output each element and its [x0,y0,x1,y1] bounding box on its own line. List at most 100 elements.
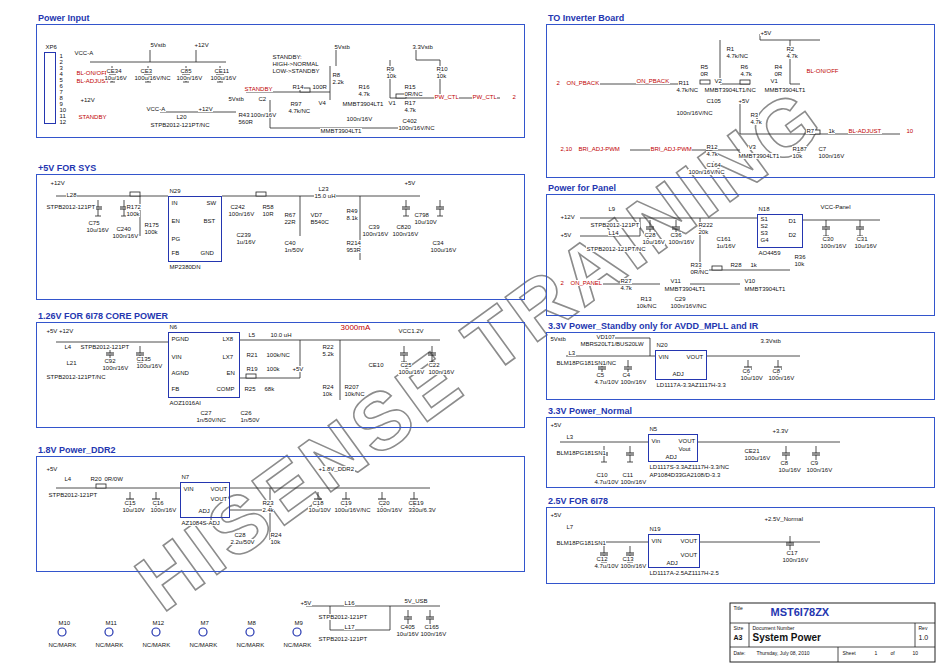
schematic-label: +3.3V [772,428,789,434]
mounting-mark [199,628,207,636]
schematic-label: 4.7k [786,53,798,59]
schematic-label: +5V [550,422,562,428]
schematic-label: C4 [622,372,631,378]
schematic-label: 100n/16V [768,375,795,381]
schematic-label: C8 [772,368,781,374]
schematic-label: PW_CTL [434,94,459,100]
schematic-label: 10u/10V [122,507,145,513]
title-block-rule [915,623,916,647]
schematic-label: BRI_ADJ-PWM [650,146,692,152]
schematic-label: C16 [152,500,164,506]
schematic-label: 1.0 [918,634,929,641]
schematic-label: 100n/16V [420,631,447,637]
schematic-label: Document Number [752,626,795,631]
capacitor-lead [124,200,125,207]
section-heading: 3.3V Power_Standby only for AVDD_MPLL an… [548,322,758,331]
schematic-label: CE19 [408,500,424,506]
schematic-label: D2 [788,232,797,238]
schematic-label: 10 [912,651,919,656]
schematic-label: C6 [742,368,751,374]
schematic-label: C85 [180,68,192,74]
schematic-label: 10k/NC [636,303,657,309]
schematic-label: Date: [733,651,746,656]
capacitor-plate [626,553,634,554]
schematic-label: C20 [378,500,390,506]
schematic-label: VOUT [210,496,228,502]
schematic-label: L9 [608,206,616,212]
schematic-label: +12V [194,42,209,48]
schematic-label: C28 [644,232,656,238]
schematic-label: 10k [792,153,803,159]
schematic-label: R11 [678,80,690,86]
schematic-label: ADJ [672,371,684,377]
capacitor-lead [786,446,787,453]
schematic-label: 100n/16V [228,211,255,217]
mounting-mark [152,628,160,636]
wire [270,100,400,128]
schematic-label: MBRS20LT1/BUS20LW [580,341,644,347]
schematic-label: STPB2012-121PT [590,222,640,228]
schematic-label: MMBT3904LT1 [744,286,786,292]
part-designator: N7 [181,474,190,480]
capacitor-plate [624,367,632,368]
schematic-label: 10u/16V [854,243,877,249]
schematic-label: +5V [292,366,304,372]
schematic-label: R33 [690,262,702,268]
schematic-label: L23 [318,186,329,192]
schematic-label: C13 [622,556,634,562]
capacitor-lead [140,346,141,353]
capacitor-lead [816,446,817,453]
capacitor-plate [782,453,790,454]
schematic-label: 100n/16V [620,479,647,485]
schematic-label: ON_PANEL [570,280,603,286]
wire [196,50,197,62]
schematic-label: 4.7k [706,151,718,157]
schematic-label: C161 [716,236,731,242]
schematic-label: V4 [318,100,326,106]
schematic-label: R22 [322,344,334,350]
part-number: LD1117A-2.5AZ1117H-2.5 [649,570,719,576]
wire [560,442,648,443]
wire [707,356,800,357]
schematic-label: R15 [404,84,416,90]
resistor-symbol [130,192,140,196]
panel-border [36,456,525,572]
schematic-label: 2,10 [560,146,573,152]
schematic-label: V2 [714,78,722,84]
wire [580,218,640,236]
schematic-label: 100R [312,84,327,90]
capacitor-lead [382,492,383,499]
title-block-rule [730,647,935,648]
wire [566,356,655,357]
schematic-label: CE10 [368,362,384,368]
schematic-label: NC/MARK [142,642,171,648]
schematic-label: R17 [404,100,416,106]
schematic-label: 1 [874,651,878,656]
schematic-label: 5Vstb [228,96,244,102]
schematic-label: CE11 [214,68,230,74]
schematic-label: 100n/16V [620,563,647,569]
part-number: AZ1084S-ADJ [181,520,220,526]
schematic-label: V1 [770,78,778,84]
schematic-label: C239 [236,232,251,238]
schematic-label: VIN [651,538,662,544]
wire [56,342,168,343]
wire [400,606,440,607]
schematic-label: 100n/16V [806,467,833,473]
part-designator: N29 [169,188,181,194]
schematic-label: +12V [198,106,213,112]
capacitor-lead [440,209,441,216]
schematic-label: +12V [50,180,65,186]
schematic-label: C5 [596,372,605,378]
schematic-label: 3.3Vstb [760,338,781,344]
capacitor-lead [604,546,605,553]
schematic-label: 560R [238,119,253,125]
capacitor-plate [812,453,820,454]
capacitor-lead [826,229,827,236]
schematic-label: 2 [560,280,564,286]
schematic-label: 10 [906,128,914,134]
mounting-mark [58,628,66,636]
capacitor-plate [436,207,444,208]
schematic-label: 953R [346,247,361,253]
